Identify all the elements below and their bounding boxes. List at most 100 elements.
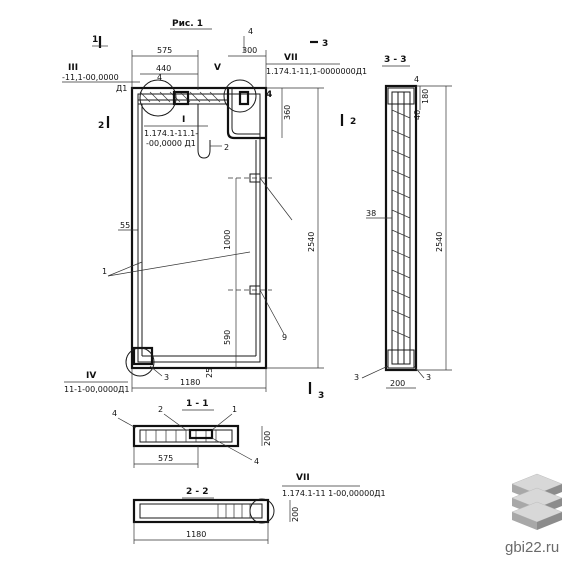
pos-2-s-leader (163, 413, 187, 431)
bottom-dimensions: 1180 (131, 368, 267, 392)
dim-360: 360 (283, 105, 292, 120)
section-2-2-label: 2 - 2 (186, 487, 209, 497)
lifting-opening (226, 88, 266, 140)
dim-590: 590 (223, 330, 232, 345)
dim-25: 25 (205, 368, 214, 378)
section-mark-1-top: 1 (92, 35, 98, 45)
embedded-plate-2 (238, 90, 250, 106)
node-references: III -11,1-00,0000 Д1 I 1.174.1-11.1- -00… (62, 53, 367, 394)
pos-3-left-leader (361, 365, 389, 379)
node-IV-label: IV (86, 371, 96, 381)
dim-300: 300 (242, 46, 257, 55)
pos-4-left-leader (117, 417, 137, 429)
pos-3: 3 (164, 373, 169, 382)
pos-1-leader-b (107, 251, 251, 277)
elevation-view (125, 79, 272, 377)
section-3-3-pos-4: 4 (414, 75, 419, 84)
node-I-ref: 1.174.1-11.1- (144, 129, 198, 138)
arrow-4-label: 4 (248, 27, 253, 36)
top-dimensions: 575 440 300 4 (131, 27, 267, 90)
section-3-3-top-plate (387, 87, 415, 105)
pos-1-s-leader (211, 413, 233, 431)
node-circle-VII (223, 79, 257, 113)
site-name: gbi22.ru (505, 539, 559, 556)
node-VII-label: VII (284, 53, 298, 63)
figure-title: Рис. 1 (172, 19, 203, 29)
dim-1000: 1000 (223, 230, 232, 250)
pos-4-top: 4 (157, 73, 162, 82)
section-3-3-label: 3 - 3 (384, 55, 407, 65)
pos-3-leader (149, 365, 163, 377)
section-3-3-stirrups (391, 109, 411, 339)
node-IV-ref: 11-1-00,0000Д1 (64, 385, 129, 394)
site-logo: gbi22.ru (505, 473, 563, 556)
embedded-plate-1 (172, 90, 190, 106)
node-III-label: III (68, 63, 78, 73)
pos-9-leader-b (259, 289, 285, 335)
node-III-ref: -11,1-00,0000 (62, 73, 119, 82)
node-VII-ref: 1.174.1-11,1-0000000Д1 (266, 67, 367, 76)
dim-180: 180 (421, 89, 430, 104)
pos-4-right-leader (211, 437, 253, 461)
pos-55: 55 (120, 221, 130, 230)
node-V-label: V (214, 63, 221, 73)
dim-575-s: 575 (158, 454, 173, 463)
node-I-label: I (182, 115, 185, 125)
section-1-1-pos-1: 1 (232, 405, 237, 414)
dim-2540: 2540 (307, 232, 316, 252)
section-mark-2-left: 2 (98, 121, 104, 131)
section-3-3-bottom-plate (387, 349, 415, 369)
pos-9-leader-a (259, 177, 293, 221)
section-3-3-pos-3-right: 3 (426, 373, 431, 382)
section-1-1-stirrups (145, 430, 217, 442)
dim-200-s: 200 (390, 379, 405, 388)
section-2-2-outline (132, 498, 270, 524)
section-markers: 1 2 2 3 3 (92, 35, 356, 401)
dim-2540-s: 2540 (435, 232, 444, 252)
node-circle-IV (125, 347, 155, 377)
node-III-ref-suffix: Д1 (116, 84, 127, 93)
pos-9: 9 (282, 333, 287, 342)
node-circle-VII-s (249, 498, 275, 524)
section-2-2-node-VII: VII (296, 473, 310, 483)
section-1-1-plate (188, 428, 214, 440)
hook-rebar (197, 104, 211, 159)
pos-1: 1 (102, 267, 107, 276)
section-2-2: 2 - 2 VII 1.174.1-11 1-00,00000Д1 200 11… (132, 473, 386, 544)
section-3-3: 3 - 3 180 40 4 2540 38 200 3 3 (354, 55, 452, 389)
dim-440: 440 (156, 64, 171, 73)
section-1-1: 1 - 1 4 2 1 4 575 200 (112, 399, 272, 468)
section-3-3-pos-38: 38 (366, 209, 376, 218)
pos-1-leader-a (107, 261, 143, 277)
node-I-ref-2: -00,0000 Д1 (146, 139, 196, 148)
section-2-2-inner (139, 503, 263, 519)
section-3-3-outline (384, 84, 418, 372)
panel-outline (130, 86, 268, 370)
dim-200-11: 200 (263, 431, 272, 446)
section-3-3-inner (391, 91, 411, 365)
section-1-1-pos-4-right: 4 (254, 457, 259, 466)
section-2-2-ref-VII: 1.174.1-11 1-00,00000Д1 (282, 489, 386, 498)
pos-2: 2 (224, 143, 229, 152)
section-2-2-stirrups (217, 504, 251, 518)
dim-1180: 1180 (180, 378, 200, 387)
dim-1180-22: 1180 (186, 530, 206, 539)
section-1-1-pos-2: 2 (158, 405, 163, 414)
section-mark-3-top: 3 (322, 39, 328, 49)
node-circle-III (139, 79, 177, 117)
pos-4-right: 4 (266, 90, 272, 100)
dim-40: 40 (413, 110, 422, 120)
dim-575: 575 (157, 46, 172, 55)
section-1-1-outline (132, 424, 240, 448)
position-callouts: 4 4 2 55 1 9 3 (102, 73, 293, 382)
section-1-1-pos-4-left: 4 (112, 409, 117, 418)
section-mark-2-right: 2 (350, 117, 356, 127)
pos-3-right-leader (413, 365, 425, 379)
right-dimensions: 360 2540 1000 590 25 (205, 87, 324, 378)
lifting-opening-inner (231, 88, 260, 135)
dim-200-22: 200 (291, 507, 300, 522)
section-1-1-label: 1 - 1 (186, 399, 209, 409)
section-mark-3-bottom: 3 (318, 391, 324, 401)
cube-stack-icon (511, 473, 563, 530)
